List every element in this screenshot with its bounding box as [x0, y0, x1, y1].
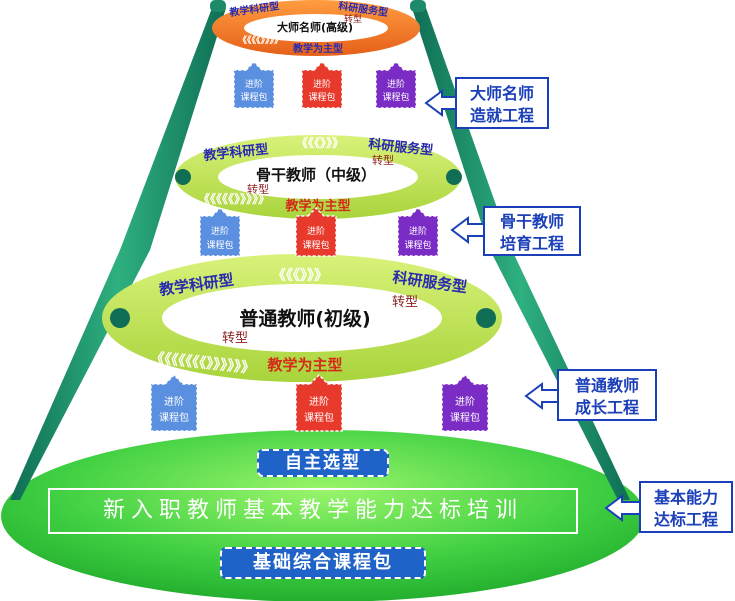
tier-ring-middle: 教学科研型 《《《》》》 科研服务型 骨干教师（中级） 转型 转型 《《《《《》…: [175, 135, 462, 219]
self-select-label: 自主选型: [257, 449, 389, 477]
middle-chevrons-bottom: 《《《《《》》》》》: [198, 191, 270, 206]
tier-ring-top: 教学科研型 科研服务型 大师名师(高级) 转型 《《《《》》》》 教学为主型: [212, 0, 420, 56]
callout-backbone-teacher: 骨干教师 培育工程: [450, 206, 581, 256]
svg-text:课程包: 课程包: [304, 411, 334, 424]
svg-text:普通教师: 普通教师: [575, 376, 639, 395]
top-chevrons-bottom: 《《《《》》》》: [238, 35, 283, 46]
svg-text:课程包: 课程包: [308, 91, 335, 103]
svg-text:进阶: 进阶: [387, 78, 405, 90]
lower-bottom-label: 教学为主型: [266, 356, 342, 374]
middle-left-label: 教学科研型: [202, 141, 269, 164]
advanced-course-package: 进阶 课程包: [295, 206, 337, 257]
top-bottom-label: 教学为主型: [292, 42, 343, 55]
advanced-course-package: 进阶 课程包: [397, 206, 439, 257]
svg-text:课程包: 课程包: [404, 239, 431, 251]
svg-text:达标工程: 达标工程: [654, 510, 718, 529]
callout-master-teacher: 大师名师 造就工程: [424, 77, 549, 129]
middle-tier-title: 骨干教师（中级）: [256, 166, 376, 184]
callout-arrow-icon: [450, 216, 485, 244]
advanced-course-package: 进阶 课程包: [301, 60, 343, 109]
callout-arrow-icon: [524, 382, 559, 410]
callout-ordinary-teacher: 普通教师 成长工程: [524, 369, 657, 421]
svg-text:基本能力: 基本能力: [653, 488, 718, 507]
svg-text:造就工程: 造就工程: [470, 106, 534, 125]
right-pillar-cap: [410, 0, 426, 12]
svg-text:培育工程: 培育工程: [500, 234, 564, 253]
svg-text:课程包: 课程包: [450, 411, 480, 424]
middle-transform-right: 转型: [372, 153, 394, 167]
base-platform: [1, 430, 645, 601]
svg-text:进阶: 进阶: [455, 395, 475, 408]
svg-text:成长工程: 成长工程: [575, 398, 639, 417]
basic-course-package-label: 基础综合课程包: [220, 547, 426, 579]
new-teacher-training: 新入职教师基本教学能力达标培训: [48, 488, 578, 534]
lower-chevrons-top: 《《《》》》: [272, 268, 328, 284]
svg-text:进阶: 进阶: [409, 225, 427, 237]
middle-transform-left: 转型: [247, 182, 269, 196]
top-tier-title: 大师名师(高级): [277, 20, 353, 34]
svg-text:进阶: 进阶: [307, 225, 325, 237]
package-row-top: 进阶 课程包 进阶 课程包 进阶 课程包: [233, 60, 417, 109]
svg-text:课程包: 课程包: [159, 411, 189, 424]
package-row-middle: 进阶 课程包 进阶 课程包 进阶 课程包: [199, 206, 439, 257]
middle-chevrons-top: 《《《》》》: [296, 135, 344, 150]
lower-transform-right: 转型: [392, 295, 418, 310]
advanced-course-package: 进阶 课程包: [199, 206, 241, 257]
top-transform: 转型: [344, 13, 362, 25]
svg-text:进阶: 进阶: [313, 78, 331, 90]
lower-tier-title: 普通教师(初级): [239, 307, 370, 330]
tier-ring-lower: 教学科研型 《《《》》》 科研服务型 普通教师(初级) 转型 转型 《《《《《《…: [102, 254, 502, 382]
advanced-course-package: 进阶 课程包: [150, 373, 198, 432]
svg-text:大师名师: 大师名师: [470, 84, 534, 103]
package-row-lower: 进阶 课程包 进阶 课程包 进阶 课程包: [150, 373, 489, 432]
advanced-course-package: 进阶 课程包: [375, 60, 417, 109]
svg-text:骨干教师: 骨干教师: [500, 212, 564, 231]
right-pillar: [412, 8, 630, 500]
svg-text:课程包: 课程包: [302, 239, 329, 251]
left-pillar: [10, 8, 226, 500]
middle-bottom-label: 教学为主型: [284, 198, 350, 214]
svg-text:进阶: 进阶: [164, 395, 184, 408]
middle-right-label: 科研服务型: [368, 136, 434, 159]
svg-text:课程包: 课程包: [206, 239, 233, 251]
svg-text:课程包: 课程包: [382, 91, 409, 103]
svg-text:进阶: 进阶: [309, 395, 329, 408]
lower-transform-left: 转型: [222, 331, 248, 346]
advanced-course-package: 进阶 课程包: [295, 373, 343, 432]
svg-text:进阶: 进阶: [245, 78, 263, 90]
svg-text:课程包: 课程包: [240, 91, 267, 103]
advanced-course-package: 进阶 课程包: [233, 60, 275, 109]
callout-basic-ability: 基本能力 达标工程: [604, 481, 733, 533]
advanced-course-package: 进阶 课程包: [441, 373, 489, 432]
left-pillar-cap: [210, 0, 226, 12]
svg-text:进阶: 进阶: [211, 225, 229, 237]
